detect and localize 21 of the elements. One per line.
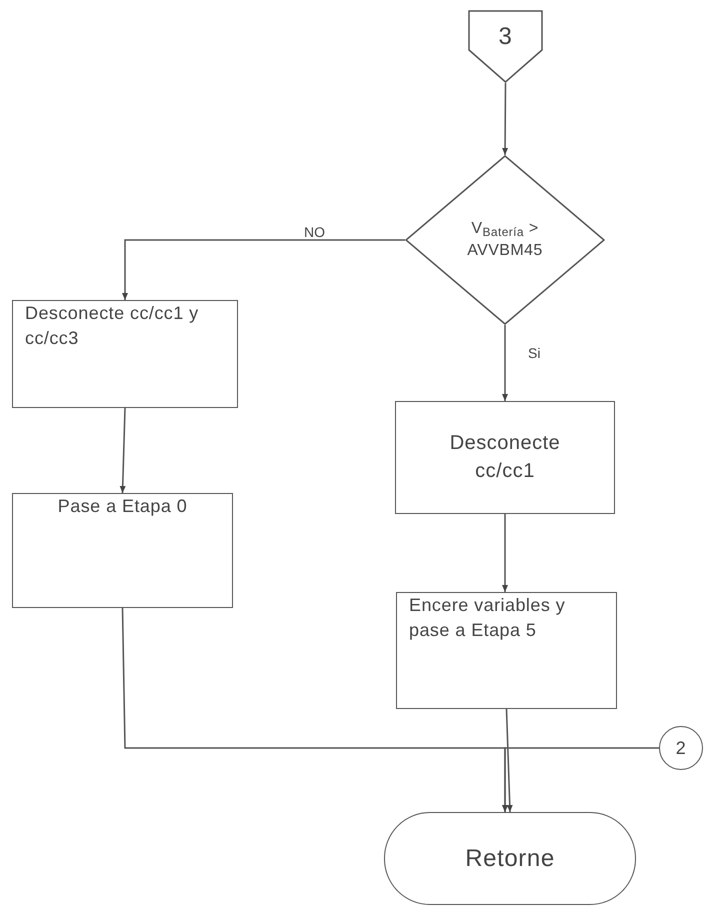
flow-arrow	[506, 708, 513, 812]
node-text: V$_{Batería}$ > AVVBM45	[466, 219, 544, 261]
decision-diamond	[405, 155, 605, 325]
node-text: Pase a Etapa 0	[58, 495, 188, 518]
node-text: Desconecte cc/cc1 y cc/cc3	[25, 302, 200, 350]
process-box	[396, 592, 617, 709]
node-text: Desconecte cc/cc1	[448, 431, 562, 484]
off-page-connector	[468, 10, 543, 83]
process-box	[12, 493, 233, 608]
node-text: 2	[676, 736, 686, 760]
flow-arrow	[502, 83, 508, 155]
flow-arrow	[502, 747, 659, 812]
process-box	[395, 401, 615, 514]
node-text: 3	[498, 22, 512, 52]
flow-arrow	[120, 408, 126, 494]
node-text: Retorne	[465, 844, 555, 874]
process-box	[12, 300, 238, 408]
flow-arrow	[122, 239, 405, 300]
flow-arrow	[502, 514, 508, 592]
flow-arrow	[502, 325, 508, 401]
node-text: Encere variables y pase a Etapa 5	[409, 594, 566, 642]
